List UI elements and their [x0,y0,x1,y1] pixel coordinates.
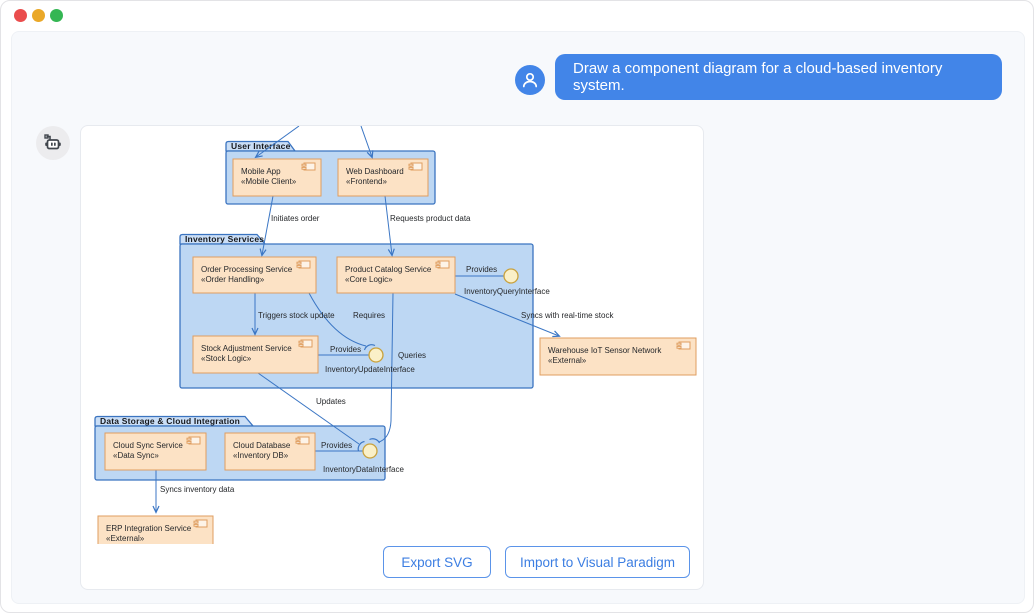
edge-label-requires: Requires [353,311,385,320]
component-name: Cloud Sync Service [113,441,183,450]
edge-label-requests: Requests product data [390,214,471,223]
interface-label-data: InventoryDataInterface [323,465,404,474]
component-stereotype: «External» [106,534,145,543]
chat-panel: Draw a component diagram for a cloud-bas… [11,31,1025,604]
component-icon [435,260,450,269]
edge-label-provides-query: Provides [466,265,497,274]
component-icon [193,519,208,528]
component-icon [298,339,313,348]
component-stereotype: «Stock Logic» [201,354,252,363]
diagram-edges [156,126,559,512]
component-name: Web Dashboard [346,167,404,176]
zoom-window-button[interactable] [50,9,63,22]
interface-inventory-update [363,344,384,363]
component-icon [186,436,201,445]
edge-label-provides-data: Provides [321,441,352,450]
component-stereotype: «Mobile Client» [241,177,297,186]
component-icon [408,162,423,171]
import-visual-paradigm-button[interactable]: Import to Visual Paradigm [505,546,690,578]
edge-label-initiates: Initiates order [271,214,320,223]
component-stereotype: «Order Handling» [201,275,265,284]
component-name: Stock Adjustment Service [201,344,292,353]
minimize-window-button[interactable] [32,9,45,22]
interface-inventory-query [503,268,519,284]
edge-label-provides-update: Provides [330,345,361,354]
component-stereotype: «Core Logic» [345,275,393,284]
robot-icon [44,134,61,150]
edge-label-syncs-inventory: Syncs inventory data [160,485,235,494]
component-cloud-sync: Cloud Sync Service «Data Sync» [104,432,207,471]
component-diagram-canvas: User Interface Inventory Services Data S… [94,126,697,544]
component-icon [676,341,691,350]
component-stereotype: «Inventory DB» [233,451,289,460]
user-message-text: Draw a component diagram for a cloud-bas… [573,60,943,94]
user-message-bubble: Draw a component diagram for a cloud-bas… [555,54,1002,100]
person-icon [522,72,538,88]
edge-label-updates: Updates [316,397,346,406]
component-icon [296,260,311,269]
component-name: Mobile App [241,167,281,176]
package-label: User Interface [231,141,291,151]
component-name: ERP Integration Service [106,524,192,533]
edge-label-queries: Queries [398,351,426,360]
component-order-processing: Order Processing Service «Order Handling… [192,256,317,294]
component-name: Cloud Database [233,441,291,450]
user-avatar [515,65,545,95]
interface-inventory-data [357,438,381,459]
component-stock-adjustment: Stock Adjustment Service «Stock Logic» [192,335,319,374]
component-name: Product Catalog Service [345,265,432,274]
component-cloud-database: Cloud Database «Inventory DB» [224,432,316,471]
export-svg-button[interactable]: Export SVG [383,546,491,578]
component-name: Order Processing Service [201,265,293,274]
component-stereotype: «Data Sync» [113,451,159,460]
edge-label-triggers: Triggers stock update [258,311,335,320]
component-stereotype: «Frontend» [346,177,387,186]
component-web-dashboard: Web Dashboard «Frontend» [337,158,429,197]
component-erp-integration: ERP Integration Service «External» [97,515,214,544]
component-mobile-app: Mobile App «Mobile Client» [232,158,322,197]
component-warehouse-iot: Warehouse IoT Sensor Network «External» [539,337,697,376]
close-window-button[interactable] [14,9,27,22]
package-label: Data Storage & Cloud Integration [100,416,240,426]
diagram-actions: Export SVG Import to Visual Paradigm [81,546,703,578]
package-label: Inventory Services [185,234,264,244]
edge-label-syncs-realtime: Syncs with real-time stock [521,311,614,320]
component-product-catalog: Product Catalog Service «Core Logic» [336,256,456,294]
window-controls [14,9,63,22]
interface-label-update: InventoryUpdateInterface [325,365,415,374]
diagram-card: User Interface Inventory Services Data S… [80,125,704,590]
component-name: Warehouse IoT Sensor Network [548,346,662,355]
component-stereotype: «External» [548,356,587,365]
assistant-avatar [36,126,70,160]
component-icon [301,162,316,171]
interface-label-query: InventoryQueryInterface [464,287,550,296]
edge-labels: Initiates order Requests product data Tr… [160,214,614,494]
component-icon [295,436,310,445]
